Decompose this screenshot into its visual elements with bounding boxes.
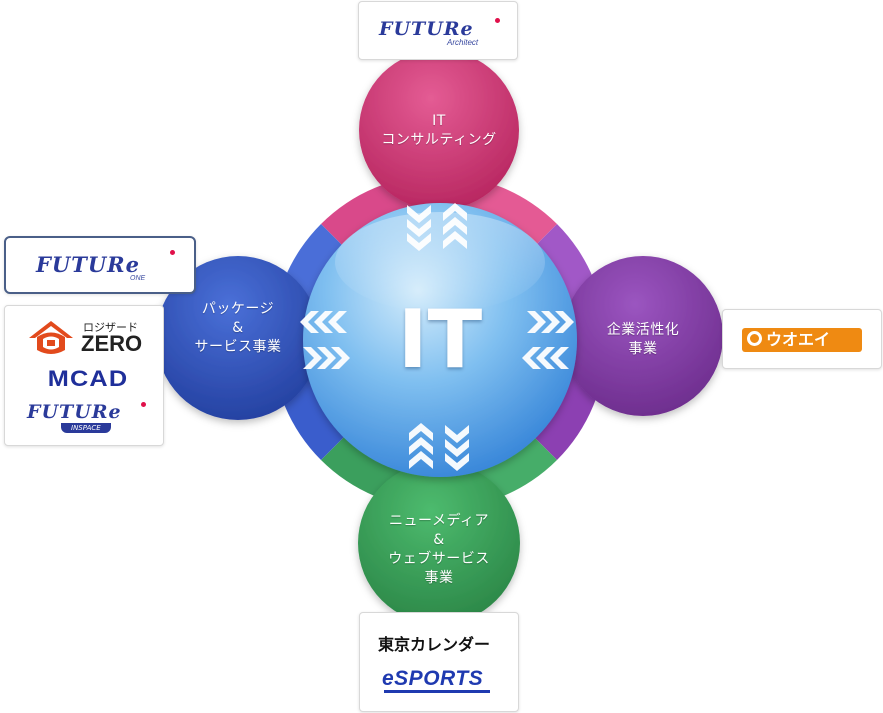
node-right-line-2: 事業 [628, 341, 658, 357]
logo-dot-icon [495, 18, 500, 23]
arrow-right-in [522, 347, 569, 369]
future-architect-logo: FUTURe [379, 18, 474, 40]
logizard-mark-icon [29, 321, 73, 354]
arrow-top-up [443, 203, 467, 249]
uoei-name: ウオエイ [766, 330, 831, 349]
logizard-ja: ロジザード [83, 321, 138, 334]
future-one-sub: ONE [130, 275, 146, 282]
esports-text: eSPORTS [382, 667, 484, 690]
node-left-line-2: & [232, 320, 244, 336]
node-right-line-1: 企業活性化 [606, 322, 680, 338]
logo-card-future-architect[interactable]: FUTURe Architect [358, 1, 518, 60]
node-bottom-label: ニューメディア & ウェブサービス 事業 [369, 512, 509, 588]
node-bottom-line-2: & [433, 532, 445, 548]
arrow-bottom-down [445, 425, 469, 471]
node-bottom-line-1: ニューメディア [389, 513, 489, 529]
future-architect-sub: Architect [447, 38, 479, 47]
esports-logo: eSPORTS [382, 667, 494, 693]
node-top-label: IT コンサルティング [369, 112, 509, 150]
center-label: IT [397, 293, 483, 386]
center-sheen [335, 212, 545, 312]
node-top-line-2: コンサルティング [381, 132, 497, 148]
arrow-right-out [527, 311, 574, 333]
logo-card-uoei[interactable]: ウオエイ [722, 309, 882, 369]
node-left-label: パッケージ & サービス事業 [168, 300, 308, 357]
esports-underline [384, 690, 490, 693]
logizard-zero-logo: ロジザード ZERO [25, 318, 150, 360]
logo-dot-icon [170, 250, 175, 255]
logo-card-future-one[interactable]: FUTURe ONE [4, 236, 196, 294]
node-bottom-line-4: 事業 [424, 570, 454, 586]
mcad-logo: MCAD [47, 366, 129, 391]
logo-card-package-group[interactable]: ロジザード ZERO MCAD FUTURe INSPACE [4, 305, 164, 446]
node-right-circle [563, 256, 723, 416]
arrow-left-out [300, 311, 347, 333]
future-inspace-logo: FUTURe [27, 401, 122, 423]
node-left-line-1: パッケージ [201, 301, 275, 317]
node-top-line-1: IT [432, 113, 446, 129]
uoei-logo: ウオエイ [742, 328, 862, 352]
node-left-line-3: サービス事業 [194, 339, 282, 355]
logo-card-media-group[interactable]: 東京カレンダー eSPORTS [359, 612, 519, 712]
uoei-mark-icon [747, 331, 762, 346]
future-one-logo: FUTURe [36, 252, 140, 277]
logo-dot-icon [141, 402, 146, 407]
node-bottom-circle [358, 462, 520, 624]
arrow-top-down [407, 205, 431, 251]
node-right-label: 企業活性化 事業 [578, 321, 708, 359]
arrow-left-in [303, 347, 350, 369]
flow-arrows [300, 203, 574, 471]
future-inspace-sub: INSPACE [61, 423, 111, 433]
node-bottom-line-3: ウェブサービス [388, 551, 490, 567]
arrow-bottom-up [409, 423, 433, 469]
node-top-circle [359, 50, 519, 210]
logizard-zero: ZERO [81, 331, 143, 356]
tokyo-calendar-logo: 東京カレンダー [378, 635, 491, 654]
node-left-circle [156, 256, 320, 420]
